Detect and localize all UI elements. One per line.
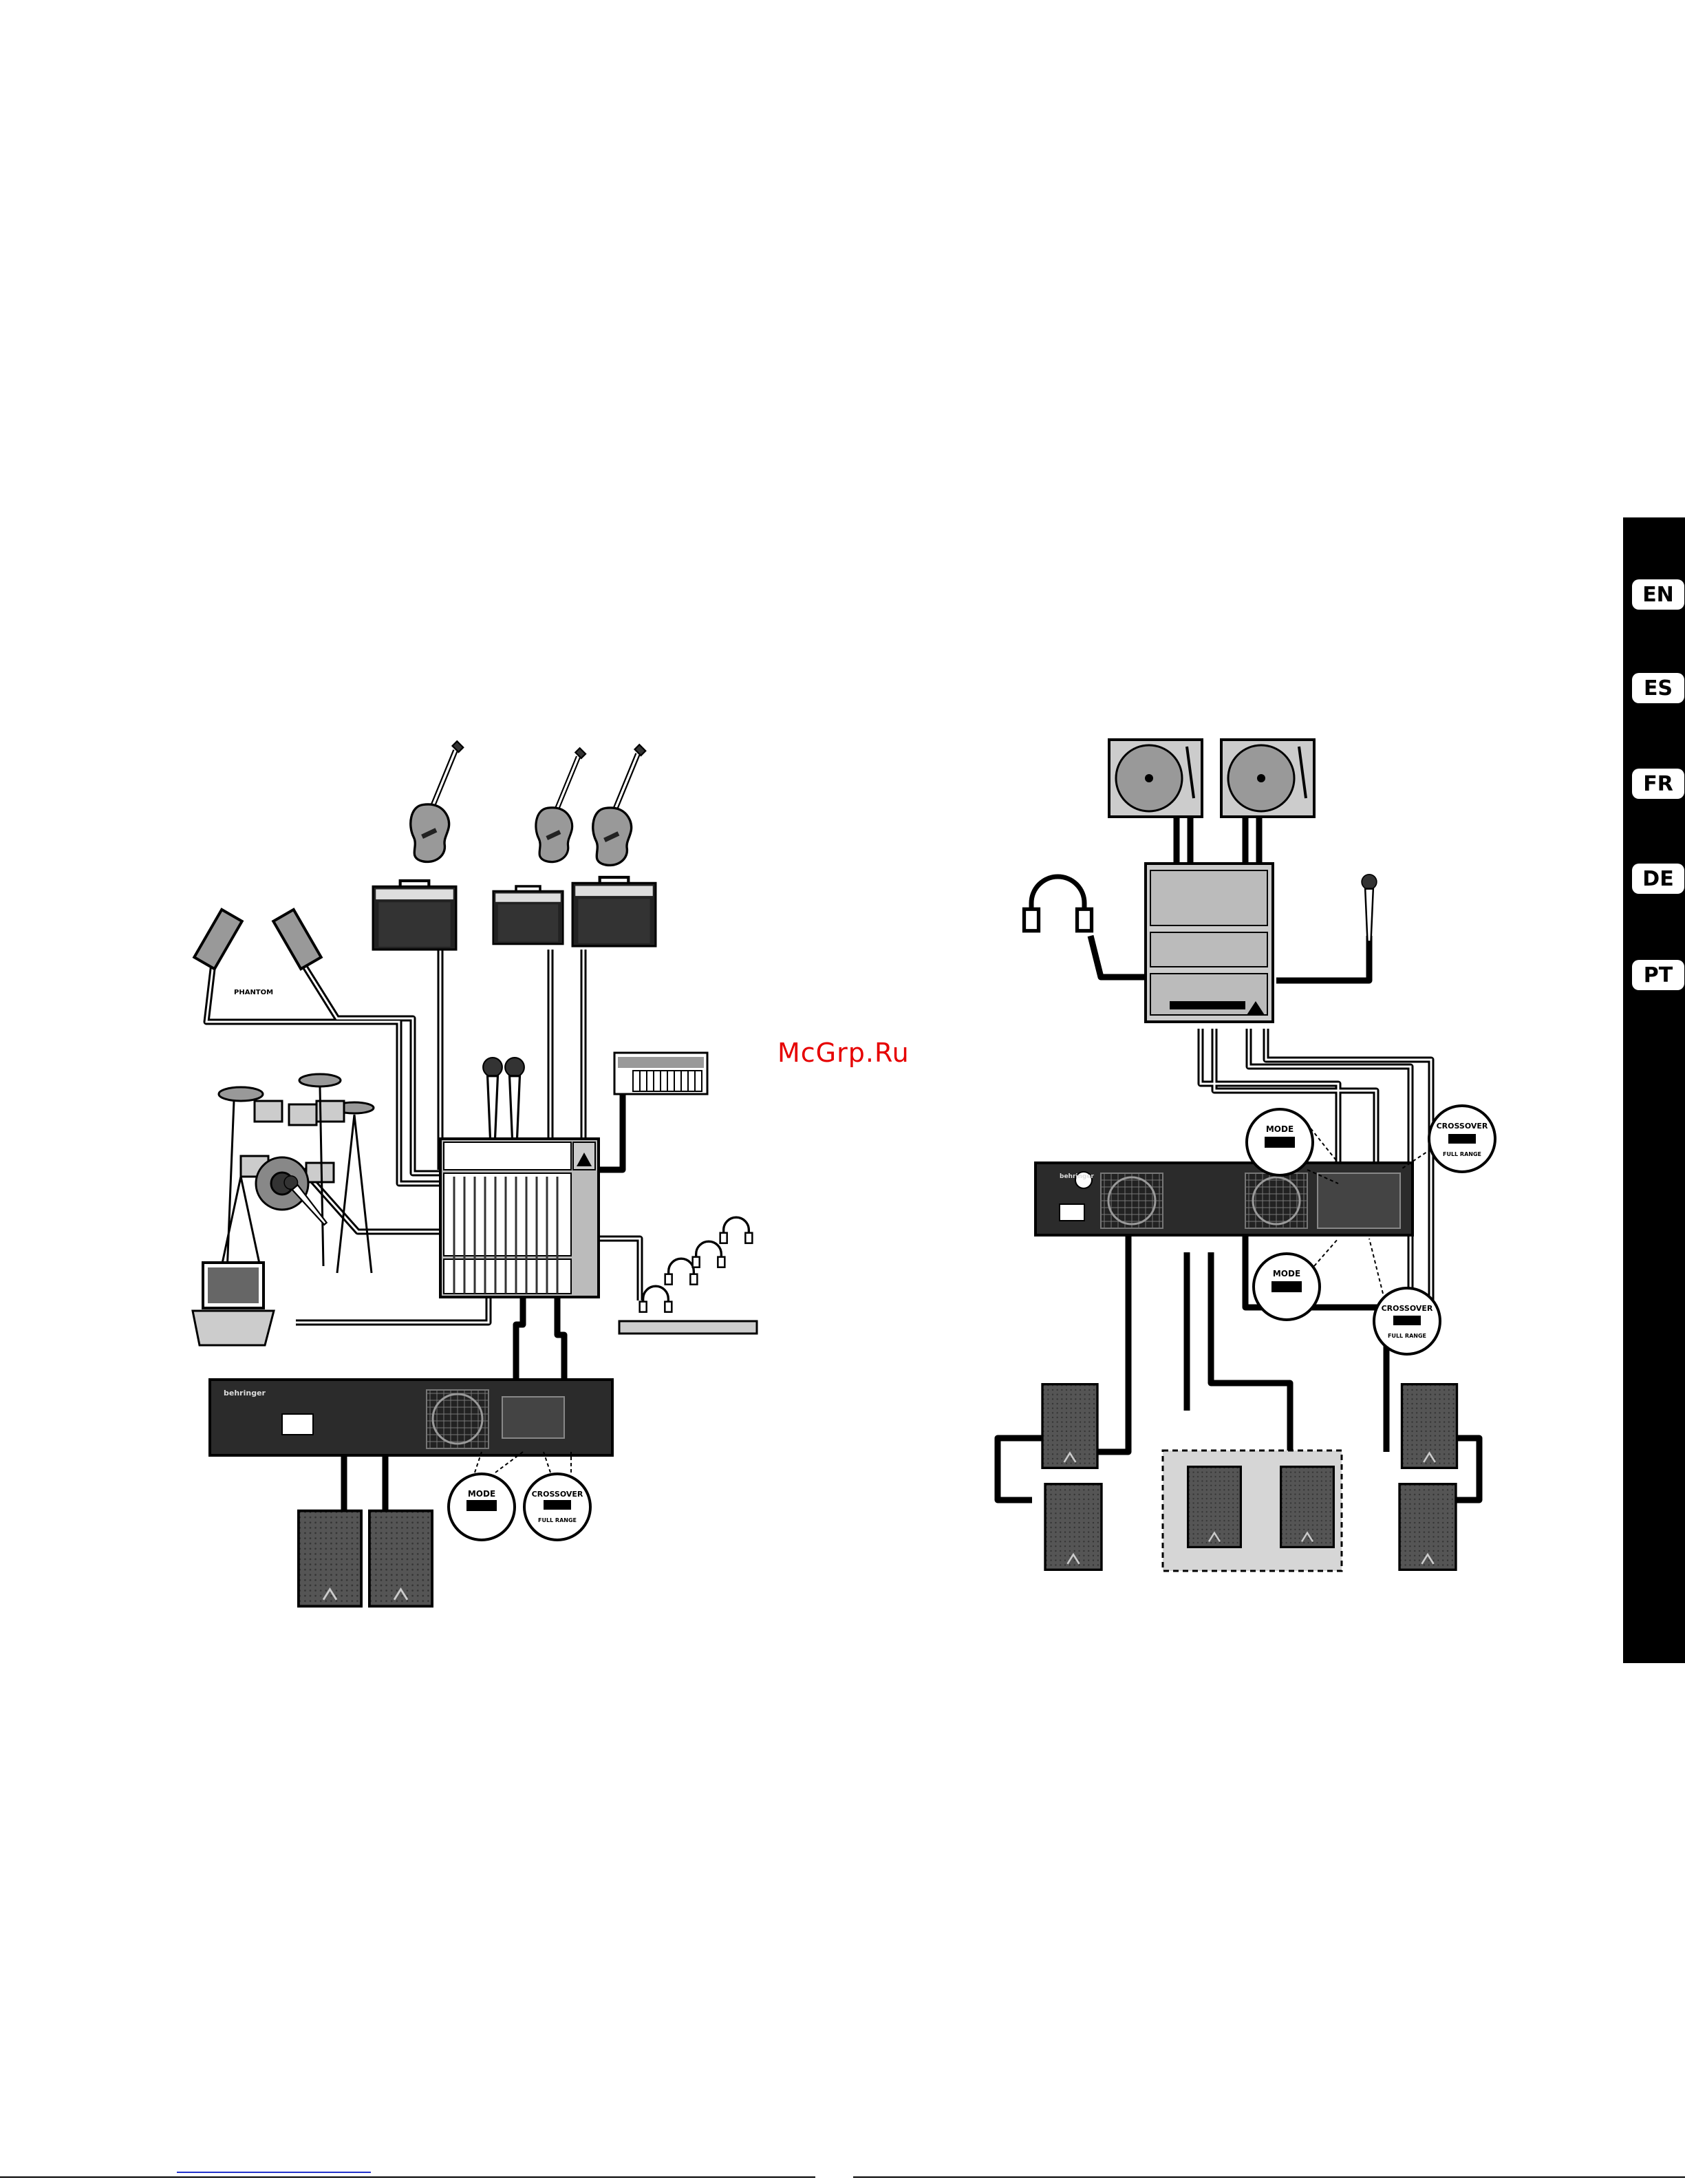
condenser-mic-right-icon [273, 910, 321, 969]
headphone-3-icon [693, 1241, 725, 1267]
right-speaker-bottom-right-icon [1399, 1484, 1456, 1570]
right-mode-callout-top: MODE [1247, 1109, 1313, 1175]
keyboard-amp-icon [373, 881, 456, 950]
acoustic-guitar-icon [411, 741, 464, 861]
electric-guitar-icon [536, 748, 586, 861]
language-tab-es[interactable]: ES [1632, 673, 1684, 703]
right-speaker-top-right-icon [1402, 1384, 1457, 1468]
headphone-amp-icon [619, 1321, 757, 1334]
right-mode-label-bottom: MODE [1273, 1269, 1300, 1278]
headphone-1-icon [640, 1286, 672, 1312]
right-crossover-callout-bottom: CROSSOVER FULL RANGE [1374, 1288, 1440, 1354]
vocal-mic-2-icon [505, 1058, 524, 1144]
dj-mic-icon [1362, 875, 1377, 942]
left-mode-callout: MODE [449, 1474, 515, 1540]
left-crossover-label: CROSSOVER [532, 1490, 583, 1499]
bridge-speaker-2-icon [1281, 1467, 1334, 1548]
language-tab-pt[interactable]: PT [1632, 960, 1684, 990]
left-wiring-diagram: PHANTOM [193, 741, 757, 1606]
footer-link-underline[interactable] [177, 2172, 371, 2173]
footer-rule-right [853, 2176, 1685, 2178]
right-crossover-callout-top: CROSSOVER FULL RANGE [1429, 1106, 1495, 1172]
right-mode-callout-bottom: MODE [1254, 1254, 1320, 1320]
bridge-speaker-1-icon [1188, 1467, 1241, 1548]
laptop-icon [193, 1263, 274, 1345]
right-wiring-diagram: behringer MODE CROSSOVER FULL RANGE MODE [998, 740, 1495, 1571]
right-mode-label-top: MODE [1266, 1124, 1294, 1134]
language-tab-de[interactable]: DE [1632, 864, 1684, 894]
right-crossover-label-top: CROSSOVER [1437, 1122, 1488, 1131]
left-speaker-1-icon [299, 1511, 361, 1607]
bass-guitar-icon [593, 745, 646, 865]
watermark: McGrp.Ru [777, 1038, 910, 1068]
left-speaker-2-icon [369, 1511, 432, 1607]
right-crossover-label-bottom: CROSSOVER [1382, 1304, 1433, 1313]
left-power-amp-icon: behringer [210, 1380, 612, 1455]
language-tab-en[interactable]: EN [1632, 579, 1684, 610]
headphone-4-icon [720, 1217, 753, 1243]
right-full-range-label-bottom: FULL RANGE [1388, 1333, 1426, 1339]
dj-mixer-icon [1146, 864, 1273, 1022]
midi-keyboard-icon [614, 1053, 707, 1094]
left-full-range-label: FULL RANGE [538, 1517, 577, 1523]
dj-headphones-icon [1024, 877, 1092, 931]
left-amp-brand: behringer [224, 1389, 266, 1398]
guitar-amp-icon [493, 886, 564, 944]
bass-amp-icon [572, 877, 656, 946]
right-full-range-label-top: FULL RANGE [1443, 1151, 1481, 1157]
mixer-console-icon [440, 1139, 599, 1297]
language-tab-fr[interactable]: FR [1632, 769, 1684, 799]
footer-rule-left [0, 2176, 815, 2178]
left-mode-label: MODE [468, 1489, 495, 1499]
right-speaker-top-left-icon [1042, 1384, 1097, 1468]
left-crossover-callout: CROSSOVER FULL RANGE [524, 1474, 590, 1540]
drum-kit-icon [219, 1074, 374, 1273]
turntable-1-icon [1109, 740, 1202, 817]
right-speaker-bottom-left-icon [1045, 1484, 1102, 1570]
vocal-mic-1-icon [483, 1058, 502, 1144]
right-amp-brand: behringer [1060, 1173, 1094, 1180]
right-power-amp-icon: behringer [1035, 1163, 1413, 1235]
condenser-mic-left-icon [194, 910, 242, 969]
phantom-label: PHANTOM [234, 989, 273, 996]
turntable-2-icon [1221, 740, 1314, 817]
